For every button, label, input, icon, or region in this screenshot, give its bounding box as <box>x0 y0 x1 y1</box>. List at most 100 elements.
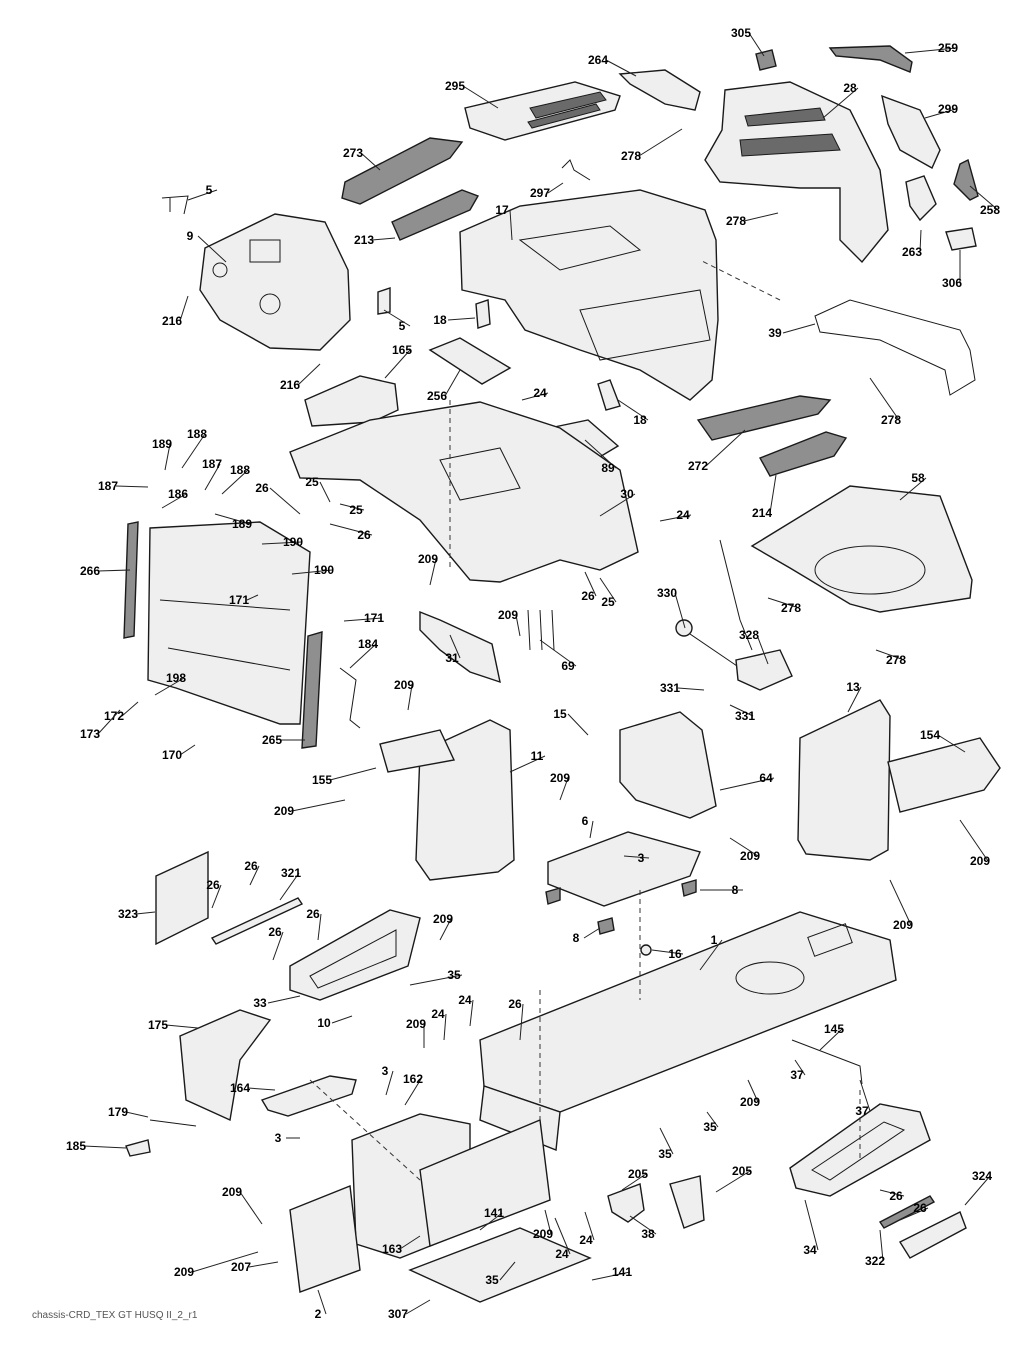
callout-label: 186 <box>168 487 188 501</box>
callout-171: 171 <box>343 611 384 625</box>
callout-209: 209 <box>433 912 453 941</box>
leader-line <box>509 755 546 773</box>
callout-323: 323 <box>118 907 156 921</box>
bracket-38-left <box>607 1183 645 1223</box>
callout-278: 278 <box>621 128 683 163</box>
callout-label: 216 <box>280 378 300 392</box>
leader-line <box>539 639 577 667</box>
callout-label: 17 <box>495 203 509 217</box>
callout-label: 8 <box>573 931 580 945</box>
leader-line <box>521 392 549 401</box>
callout-label: 209 <box>394 678 414 692</box>
callout-label: 259 <box>938 41 958 55</box>
side-plate-13 <box>797 699 1001 861</box>
leader-line <box>847 686 862 713</box>
callout-26: 26 <box>508 997 524 1041</box>
callout-24: 24 <box>521 386 549 401</box>
callout-label: 185 <box>66 1139 86 1153</box>
callout-209: 209 <box>406 1017 426 1048</box>
callout-184: 184 <box>349 637 378 669</box>
callout-label: 38 <box>641 1227 655 1241</box>
leader-line <box>179 744 196 756</box>
leader-line <box>385 1070 394 1096</box>
callout-label: 26 <box>508 997 522 1011</box>
leader-line <box>204 463 221 491</box>
callout-label: 6 <box>582 814 589 828</box>
callout-35: 35 <box>409 968 463 986</box>
callout-278: 278 <box>726 212 779 228</box>
callout-165: 165 <box>384 343 412 379</box>
footrest-33 <box>289 909 421 1001</box>
callout-label: 164 <box>230 1081 250 1095</box>
callout-label: 25 <box>305 475 319 489</box>
callout-188: 188 <box>181 427 207 469</box>
leader-line <box>439 918 452 941</box>
callout-label: 278 <box>726 214 746 228</box>
callout-209: 209 <box>498 608 521 637</box>
callout-33: 33 <box>253 995 301 1010</box>
callout-8: 8 <box>573 927 601 945</box>
leader-line <box>617 399 649 421</box>
leader-line <box>405 1299 431 1315</box>
callout-label: 209 <box>418 552 438 566</box>
handle-185 <box>125 1139 151 1157</box>
callout-label: 321 <box>281 866 301 880</box>
nut-16 <box>640 944 652 956</box>
leader-line <box>544 1209 552 1235</box>
callout-37: 37 <box>855 1079 871 1118</box>
callout-141: 141 <box>479 1206 504 1231</box>
callout-label: 11 <box>531 749 544 763</box>
callout-label: 64 <box>759 771 773 785</box>
leader-line <box>591 1271 631 1281</box>
leader-line <box>715 1170 751 1193</box>
leader-line <box>959 819 989 862</box>
bracket-164 <box>260 1075 357 1117</box>
clip-8-mid <box>597 917 615 935</box>
bracket-64 <box>619 711 717 819</box>
callout-188: 188 <box>221 463 250 495</box>
leader-line <box>191 1251 259 1273</box>
leader-line <box>782 323 816 334</box>
callout-label: 18 <box>633 413 647 427</box>
callout-5: 5 <box>187 183 218 201</box>
callout-64: 64 <box>719 771 775 791</box>
callout-label: 322 <box>865 1254 885 1268</box>
callout-209: 209 <box>418 552 438 586</box>
callout-265: 265 <box>262 733 305 747</box>
callout-label: 189 <box>152 437 172 451</box>
callout-label: 3 <box>275 1131 282 1145</box>
leader-line <box>699 939 723 971</box>
callout-209: 209 <box>729 837 760 863</box>
callout-185: 185 <box>66 1139 127 1153</box>
callout-28: 28 <box>822 81 859 119</box>
callout-label: 273 <box>343 146 363 160</box>
leader-line <box>329 523 373 536</box>
leader-line <box>706 1111 719 1128</box>
leader-line <box>629 1215 657 1235</box>
callout-label: 188 <box>230 463 250 477</box>
leader-line <box>249 865 260 886</box>
headlight-263 <box>905 175 937 222</box>
callout-34: 34 <box>803 1199 819 1257</box>
callout-label: 37 <box>790 1068 804 1082</box>
callout-label: 26 <box>306 907 320 921</box>
callout-label: 10 <box>317 1016 331 1030</box>
leader-line <box>547 182 564 194</box>
leader-line <box>279 872 300 901</box>
callout-label: 162 <box>403 1072 423 1086</box>
callout-label: 272 <box>688 459 708 473</box>
callout-label: 331 <box>735 709 755 723</box>
callout-label: 24 <box>458 993 472 1007</box>
leader-line <box>623 855 650 859</box>
callout-label: 256 <box>427 389 447 403</box>
callout-label: 213 <box>354 233 374 247</box>
leader-line <box>154 677 185 696</box>
callout-297: 297 <box>530 182 564 200</box>
leader-line <box>197 235 227 263</box>
leader-line <box>651 949 684 955</box>
leader-line <box>659 514 692 522</box>
callout-1: 1 <box>699 933 723 971</box>
callout-31: 31 <box>445 634 461 665</box>
callout-190: 190 <box>261 535 303 549</box>
